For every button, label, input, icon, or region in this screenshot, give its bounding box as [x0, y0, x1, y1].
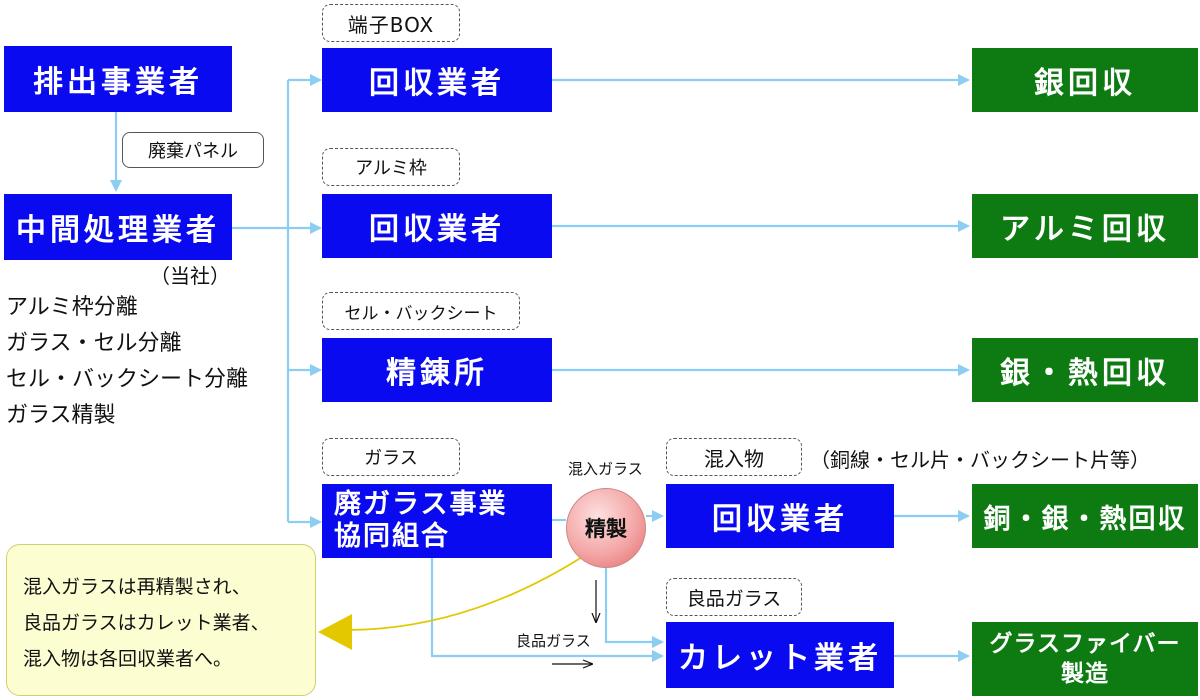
good-glass-label: 良品ガラス [516, 632, 591, 650]
mixed-result-box: 銅・銀・熱回収 [972, 484, 1198, 548]
row2-collector-label: 回収業者 [369, 212, 505, 247]
row3-tag-label: セル・バックシート [344, 303, 498, 324]
good-glass-tag: 良品ガラス [666, 578, 802, 616]
cullet-box: カレット業者 [666, 622, 894, 688]
mixed-collector-box: 回収業者 [666, 484, 894, 548]
waste-panel-tag: 廃棄パネル [122, 132, 264, 168]
mixed-tag: 混入物 [666, 438, 802, 476]
process-item: セル・バックシート分離 [6, 367, 249, 392]
mixed-note: （銅線・セル片・バックシート片等） [810, 448, 1150, 472]
mixed-result-label: 銅・銀・熱回収 [983, 503, 1187, 535]
arrow-union-to-cullet [430, 558, 664, 662]
process-item: ガラス・セル分離 [6, 331, 182, 356]
row1-result-box: 銀回収 [972, 48, 1198, 112]
row1-tag: 端子BOX [322, 4, 460, 42]
row4-collector-line1: 廃ガラス事業 [334, 489, 508, 520]
fiber-line1: グラスファイバー [989, 631, 1181, 657]
row2-result-box: アルミ回収 [972, 194, 1198, 258]
row2-collector-box: 回収業者 [322, 194, 552, 258]
refine-circle-label: 精製 [585, 517, 627, 541]
row3-result-label: 銀・熱回収 [1000, 356, 1170, 391]
process-item: アルミ枠分離 [6, 295, 138, 320]
row3-result-box: 銀・熱回収 [972, 338, 1198, 402]
emitter-box: 排出事業者 [4, 46, 232, 112]
row3-tag: セル・バックシート [322, 292, 520, 330]
mixed-tag-label: 混入物 [704, 446, 764, 471]
own-company-label: （当社） [150, 264, 230, 288]
callout-arrow-line [345, 551, 591, 631]
row3-collector-label: 精錬所 [386, 356, 488, 391]
row4-tag: ガラス [322, 438, 460, 476]
fiber-box: グラスファイバー 製造 [972, 622, 1198, 696]
mixed-collector-label: 回収業者 [712, 502, 848, 537]
process-item: ガラス精製 [6, 403, 116, 428]
row1-result-label: 銀回収 [1034, 66, 1136, 101]
mixed-glass-label: 混入ガラス [568, 460, 643, 478]
waste-panel-label: 廃棄パネル [148, 141, 238, 162]
process-list: アルミ枠分離 ガラス・セル分離 セル・バックシート分離 ガラス精製 [6, 290, 248, 434]
row1-collector-box: 回収業者 [322, 48, 552, 112]
row2-tag-label: アルミ枠 [355, 158, 427, 179]
row3-collector-box: 精錬所 [322, 338, 552, 402]
fiber-line2: 製造 [1061, 661, 1109, 687]
row4-collector-line2: 協同組合 [334, 521, 450, 552]
cullet-label: カレット業者 [678, 641, 882, 676]
callout-line: 混入ガラスは再精製され、 [23, 576, 251, 598]
callout-line: 混入物は各回収業者へ。 [23, 648, 233, 670]
callout-arrow-head [318, 614, 352, 650]
row4-collector-box: 廃ガラス事業 協同組合 [322, 484, 552, 558]
callout-note: 混入ガラスは再精製され、 良品ガラスはカレット業者、 混入物は各回収業者へ。 [6, 544, 316, 696]
emitter-label: 排出事業者 [33, 65, 203, 100]
row2-tag: アルミ枠 [322, 148, 460, 186]
row1-collector-label: 回収業者 [369, 66, 505, 101]
row1-tag-label: 端子BOX [347, 12, 435, 37]
callout-line: 良品ガラスはカレット業者、 [23, 612, 270, 634]
row4-tag-label: ガラス [364, 448, 418, 469]
arrow-refine-to-cullet [604, 568, 664, 648]
processor-label: 中間処理業者 [16, 213, 220, 248]
refine-circle: 精製 [566, 488, 646, 568]
processor-box: 中間処理業者 [4, 194, 232, 260]
row2-result-label: アルミ回収 [1000, 212, 1170, 247]
good-glass-tag-label: 良品ガラス [686, 587, 782, 610]
